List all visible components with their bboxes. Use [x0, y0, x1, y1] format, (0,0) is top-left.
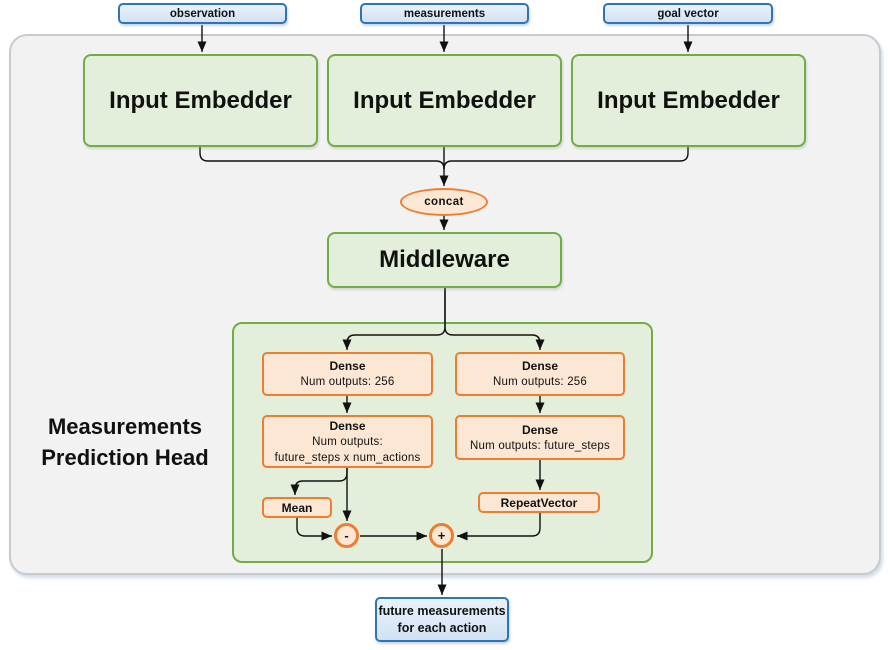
- dense-left-1-subtitle: Num outputs: 256: [300, 376, 395, 388]
- dense-left-2: Dense Num outputs: future_steps x num_ac…: [262, 415, 433, 468]
- input-observation: observation: [118, 3, 287, 24]
- dense-right-1-title: Dense: [521, 359, 559, 373]
- input-measurements: measurements: [360, 3, 529, 24]
- dense-left-2-title: Dense: [329, 418, 366, 433]
- input-embedder-3-label: Input Embedder: [597, 86, 780, 114]
- concat-node: concat: [400, 188, 488, 216]
- input-goal-vector-label: goal vector: [657, 7, 719, 20]
- dense-right-1-subtitle: Num outputs: 256: [493, 376, 587, 388]
- subtract-operator: -: [344, 528, 349, 543]
- input-goal-vector: goal vector: [603, 3, 773, 24]
- mean-node: Mean: [262, 497, 332, 518]
- middleware-label: Middleware: [379, 246, 510, 273]
- input-embedder-2-label: Input Embedder: [353, 86, 536, 114]
- mean-label: Mean: [281, 500, 313, 515]
- output-label-line1: future measurements: [378, 603, 506, 618]
- input-embedder-2: Input Embedder: [327, 54, 562, 147]
- input-observation-label: observation: [169, 7, 236, 20]
- add-node: +: [429, 523, 454, 548]
- subtract-node: -: [334, 523, 359, 548]
- input-embedder-3: Input Embedder: [571, 54, 806, 147]
- dense-right-2-subtitle: Num outputs: future_steps: [470, 439, 610, 452]
- repeat-vector-label: RepeatVector: [500, 495, 578, 510]
- input-embedder-1: Input Embedder: [83, 54, 318, 147]
- dense-right-2: Dense Num outputs: future_steps: [455, 415, 625, 460]
- dense-left-2-subtitle1: Num outputs:: [312, 435, 383, 448]
- add-operator: +: [437, 528, 446, 543]
- dense-right-1: Dense Num outputs: 256: [455, 352, 625, 396]
- dense-right-2-title: Dense: [521, 422, 559, 437]
- prediction-head-title-line2: Prediction Head: [41, 445, 209, 470]
- dense-left-2-subtitle2: future_steps x num_actions: [274, 451, 421, 464]
- input-embedder-1-label: Input Embedder: [109, 86, 292, 114]
- output-label-line2: for each action: [397, 620, 487, 635]
- input-measurements-label: measurements: [403, 7, 486, 20]
- prediction-head-title-line1: Measurements: [47, 414, 203, 439]
- repeat-vector-node: RepeatVector: [478, 492, 600, 513]
- prediction-head-title: Measurements Prediction Head: [25, 411, 225, 473]
- concat-label: concat: [424, 196, 464, 208]
- middleware-node: Middleware: [327, 232, 562, 288]
- dense-left-1-title: Dense: [329, 359, 366, 373]
- output-future-measurements: future measurements for each action: [375, 597, 509, 642]
- dense-left-1: Dense Num outputs: 256: [262, 352, 433, 396]
